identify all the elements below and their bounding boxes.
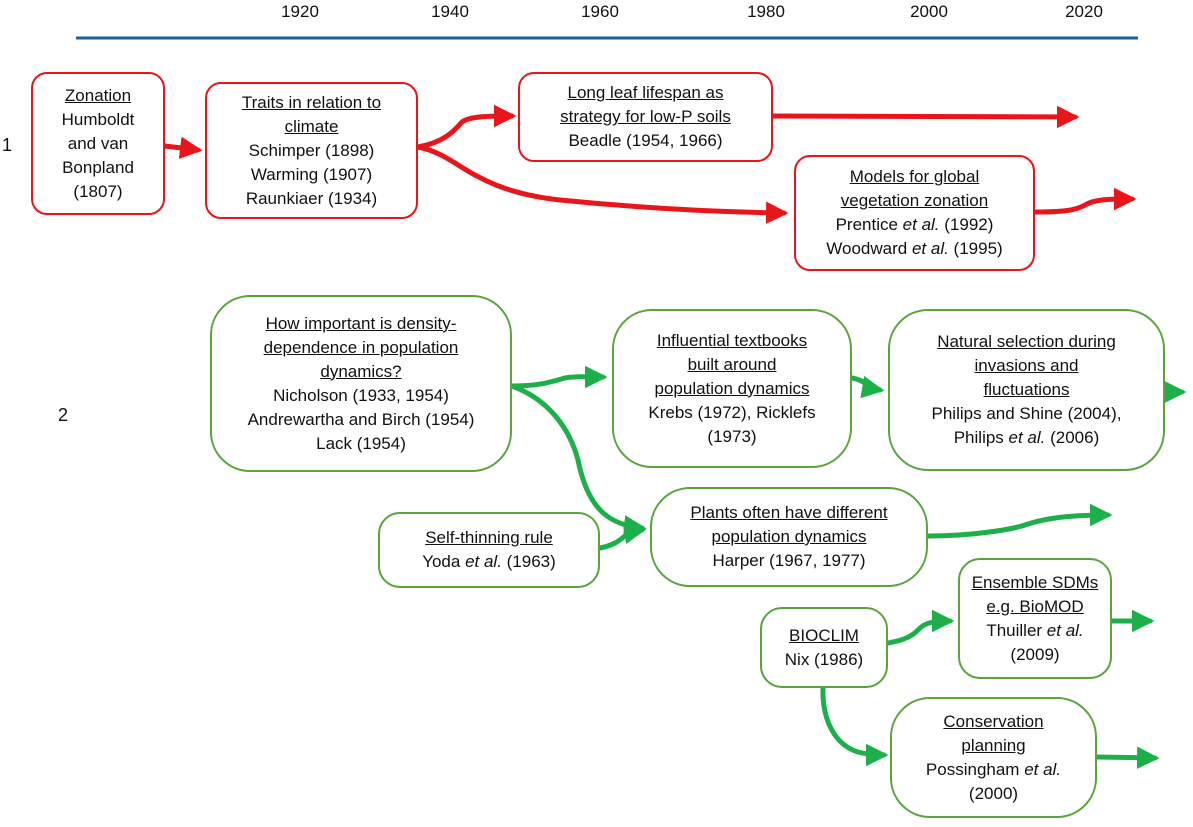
arrow-selfthin-to-plants [597, 521, 647, 551]
node-title: planning [961, 735, 1026, 755]
node-ref: Lack (1954) [316, 433, 406, 453]
node-ref: Nicholson (1933, 1954) [273, 385, 449, 405]
node-bioclim: BIOCLIM Nix (1986) [760, 607, 888, 688]
node-ref: Philips et al. (2006) [953, 428, 1100, 447]
node-ref: Woodward et al. (1995) [826, 239, 1003, 258]
arrow-textbooks-to-selection [849, 375, 885, 399]
node-title: vegetation zonation [840, 191, 989, 210]
node-title: Plants often have different [690, 503, 888, 522]
node-density-dependence: How important is density- dependence in … [210, 295, 512, 472]
node-ref: Andrewartha and Birch (1954) [247, 409, 475, 429]
year-tick-label: 2020 [1065, 2, 1103, 21]
node-title: Self-thinning rule [425, 528, 553, 547]
row-label-2: 2 [58, 405, 69, 425]
node-ref: Raunkiaer (1934) [245, 188, 378, 208]
node-title: Natural selection during [937, 332, 1116, 351]
node-title: climate [284, 116, 339, 136]
node-title: Ensemble SDMs [971, 572, 1099, 592]
node-ref: (2009) [1010, 644, 1060, 664]
arrow-leaf-onward [770, 105, 1080, 129]
node-ref: (1973) [707, 426, 757, 446]
node-conservation-planning: Conservation planning Possingham et al. … [890, 697, 1097, 818]
arrow-bioclim-to-ensemble [885, 609, 955, 646]
node-ref: Schimper (1898) [248, 140, 375, 160]
node-leaf-lifespan: Long leaf lifespan as strategy for low-P… [518, 72, 773, 162]
node-zonation: Zonation Humboldt and van Bonpland (1807… [31, 72, 165, 215]
node-ref: Prentice et al. (1992) [835, 215, 994, 234]
node-ref: (1807) [73, 181, 123, 201]
arrow-models-onward [1032, 187, 1137, 215]
node-title: dependence in population [263, 337, 459, 357]
node-ref: Bonpland [62, 157, 134, 177]
node-title: fluctuations [983, 380, 1070, 399]
node-self-thinning: Self-thinning rule Yoda et al. (1963) [378, 512, 600, 588]
node-title: Traits in relation to [241, 92, 382, 112]
node-title: invasions and [974, 356, 1079, 375]
node-ref: (2000) [968, 783, 1019, 803]
year-tick-label: 1980 [747, 2, 785, 21]
node-title: strategy for low-P soils [560, 107, 731, 126]
node-title: Conservation [943, 711, 1044, 731]
node-title: population dynamics [711, 527, 867, 546]
node-natural-selection: Natural selection during invasions and f… [888, 309, 1165, 471]
node-title: Zonation [64, 85, 132, 105]
arrow-traits-to-models [415, 144, 789, 224]
node-textbooks: Influential textbooks built around popul… [612, 309, 852, 468]
node-ref: and van [67, 133, 129, 153]
node-title: Long leaf lifespan as [567, 83, 724, 102]
node-ref: Philips and Shine (2004), [931, 404, 1122, 423]
arrow-conservation-onward [1094, 746, 1160, 769]
year-tick-label: 2000 [910, 2, 948, 21]
arrow-density-to-plants [509, 383, 647, 538]
arrow-traits-to-leaf [415, 104, 517, 150]
node-ref: Harper (1967, 1977) [712, 551, 866, 570]
arrow-bioclim-to-conservation [820, 685, 889, 767]
node-title: dynamics? [320, 361, 402, 381]
node-title: population dynamics [654, 378, 810, 398]
arrow-plants-onward [925, 503, 1113, 539]
node-ref: Yoda et al. (1963) [422, 552, 556, 571]
node-title: BIOCLIM [789, 625, 859, 645]
node-title: built around [687, 354, 777, 374]
node-title: How important is density- [265, 313, 457, 333]
node-global-models: Models for global vegetation zonation Pr… [794, 155, 1035, 271]
node-title: Models for global [849, 167, 980, 186]
node-ref: Nix (1986) [784, 649, 864, 669]
node-ref: Humboldt [61, 109, 135, 129]
node-ref: Beadle (1954, 1966) [568, 131, 723, 150]
arrow-density-to-textbooks [509, 365, 608, 389]
node-ref: Thuiller et al. [986, 620, 1084, 640]
node-ref: Krebs (1972), Ricklefs [648, 402, 816, 422]
node-title: Influential textbooks [656, 330, 808, 350]
year-tick-label: 1960 [581, 2, 619, 21]
year-tick-label: 1940 [431, 2, 469, 21]
node-plant-dynamics: Plants often have different population d… [650, 487, 928, 587]
year-tick-label: 1920 [281, 2, 319, 21]
node-ref: Warming (1907) [250, 164, 373, 184]
node-ensemble-sdms: Ensemble SDMs e.g. BioMOD Thuiller et al… [958, 558, 1112, 679]
node-title: e.g. BioMOD [986, 596, 1084, 616]
node-ref: Possingham et al. [925, 759, 1062, 779]
node-traits: Traits in relation to climate Schimper (… [205, 82, 418, 219]
arrow-zonation-to-traits [162, 136, 203, 160]
row-label-1: 1 [2, 135, 13, 155]
